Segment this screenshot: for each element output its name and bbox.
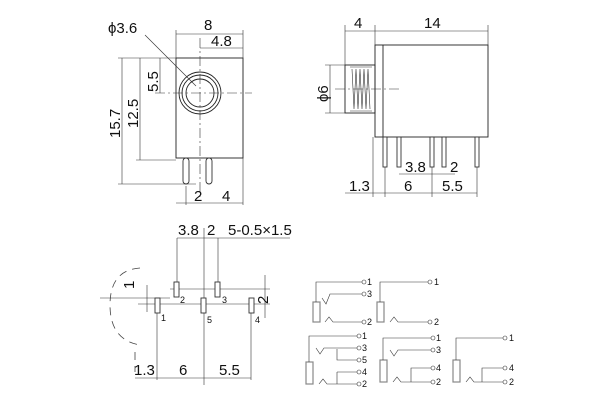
pad-label: 1 <box>161 313 166 323</box>
dim-top1: 3.8 <box>178 222 199 239</box>
side-body <box>374 44 489 138</box>
terminal-label: 3 <box>436 345 441 355</box>
schematics: 1 3 2 1 2 1 3 5 4 2 <box>305 277 514 389</box>
terminal-label: 1 <box>367 277 372 287</box>
terminal-label: 1 <box>434 277 439 287</box>
schematic-2pin: 1 2 <box>376 277 439 327</box>
dim-v2: 2 <box>255 296 272 304</box>
front-pin <box>205 157 213 185</box>
terminal-label: 2 <box>436 377 441 387</box>
pcb-layout: 1 2 3 4 5 3.8 2 5-0.5×1.5 1 2 1.3 6 5.5 <box>100 222 292 385</box>
pad-label: 4 <box>255 315 260 325</box>
terminal-label: 3 <box>362 343 367 353</box>
dim-h2: 12.5 <box>125 99 142 128</box>
dim-bushing-dia: ϕ6 <box>315 85 332 102</box>
side-pin <box>396 136 402 168</box>
side-pin <box>382 136 388 168</box>
dim-v1: 1 <box>121 281 138 289</box>
terminal-label: 4 <box>362 367 367 377</box>
dim-side-b1: 1.3 <box>349 178 370 195</box>
dim-top2: 2 <box>207 222 215 239</box>
side-pin <box>441 136 447 168</box>
terminal-label: 2 <box>362 379 367 389</box>
dim-body-length: 14 <box>424 15 441 32</box>
pad-5 <box>200 297 207 314</box>
dim-bushing-length: 4 <box>354 15 362 32</box>
terminal-label: 3 <box>367 289 372 299</box>
terminal-label: 4 <box>436 363 441 373</box>
pad-2 <box>173 281 180 298</box>
dim-side-p1: 3.8 <box>405 159 426 176</box>
pad-label: 3 <box>222 295 227 305</box>
terminal-label: 4 <box>509 363 514 373</box>
schematic-4pin: 1 3 4 2 <box>379 333 441 387</box>
terminal-label: 1 <box>509 333 514 343</box>
pad-label: 5 <box>207 315 212 325</box>
dim-h3: 15.7 <box>107 109 124 138</box>
dim-side-p2: 2 <box>450 159 458 176</box>
dim-b1: 1.3 <box>134 362 155 379</box>
terminal-label: 2 <box>434 317 439 327</box>
side-pin <box>474 136 480 168</box>
schematic-3pin: 1 3 2 <box>312 277 372 327</box>
dim-b3: 5.5 <box>219 362 240 379</box>
terminal-label: 2 <box>509 377 514 387</box>
front-pin <box>182 157 190 185</box>
side-view: 4 14 ϕ6 3.8 2 1.3 6 5.5 <box>315 15 489 197</box>
pad-3 <box>214 281 221 298</box>
dim-h1: 5.5 <box>145 71 162 92</box>
dim-pin-gap: 2 <box>194 188 202 205</box>
dim-hole-diameter: ϕ3.6 <box>108 20 137 37</box>
terminal-label: 1 <box>362 331 367 341</box>
terminal-label: 2 <box>367 317 372 327</box>
schematic-3pin-switch: 1 4 2 <box>452 333 514 387</box>
terminal-label: 1 <box>436 333 441 343</box>
schematic-5pin: 1 3 5 4 2 <box>305 331 367 389</box>
dim-side-b2: 6 <box>404 178 412 195</box>
pad-label: 2 <box>180 295 185 305</box>
dim-width: 8 <box>204 17 212 34</box>
front-view: ϕ3.6 8 4.8 5.5 12.5 15.7 2 4 <box>107 17 252 205</box>
pad-4 <box>248 297 255 314</box>
dim-side-b3: 5.5 <box>442 178 463 195</box>
terminal-label: 5 <box>362 355 367 365</box>
pin-spec: 5-0.5×1.5 <box>228 222 292 239</box>
side-pin <box>429 136 435 168</box>
pad-1 <box>154 297 161 314</box>
dim-pin-edge: 4 <box>222 188 230 205</box>
dim-offset: 4.8 <box>211 33 232 50</box>
dim-b2: 6 <box>179 362 187 379</box>
